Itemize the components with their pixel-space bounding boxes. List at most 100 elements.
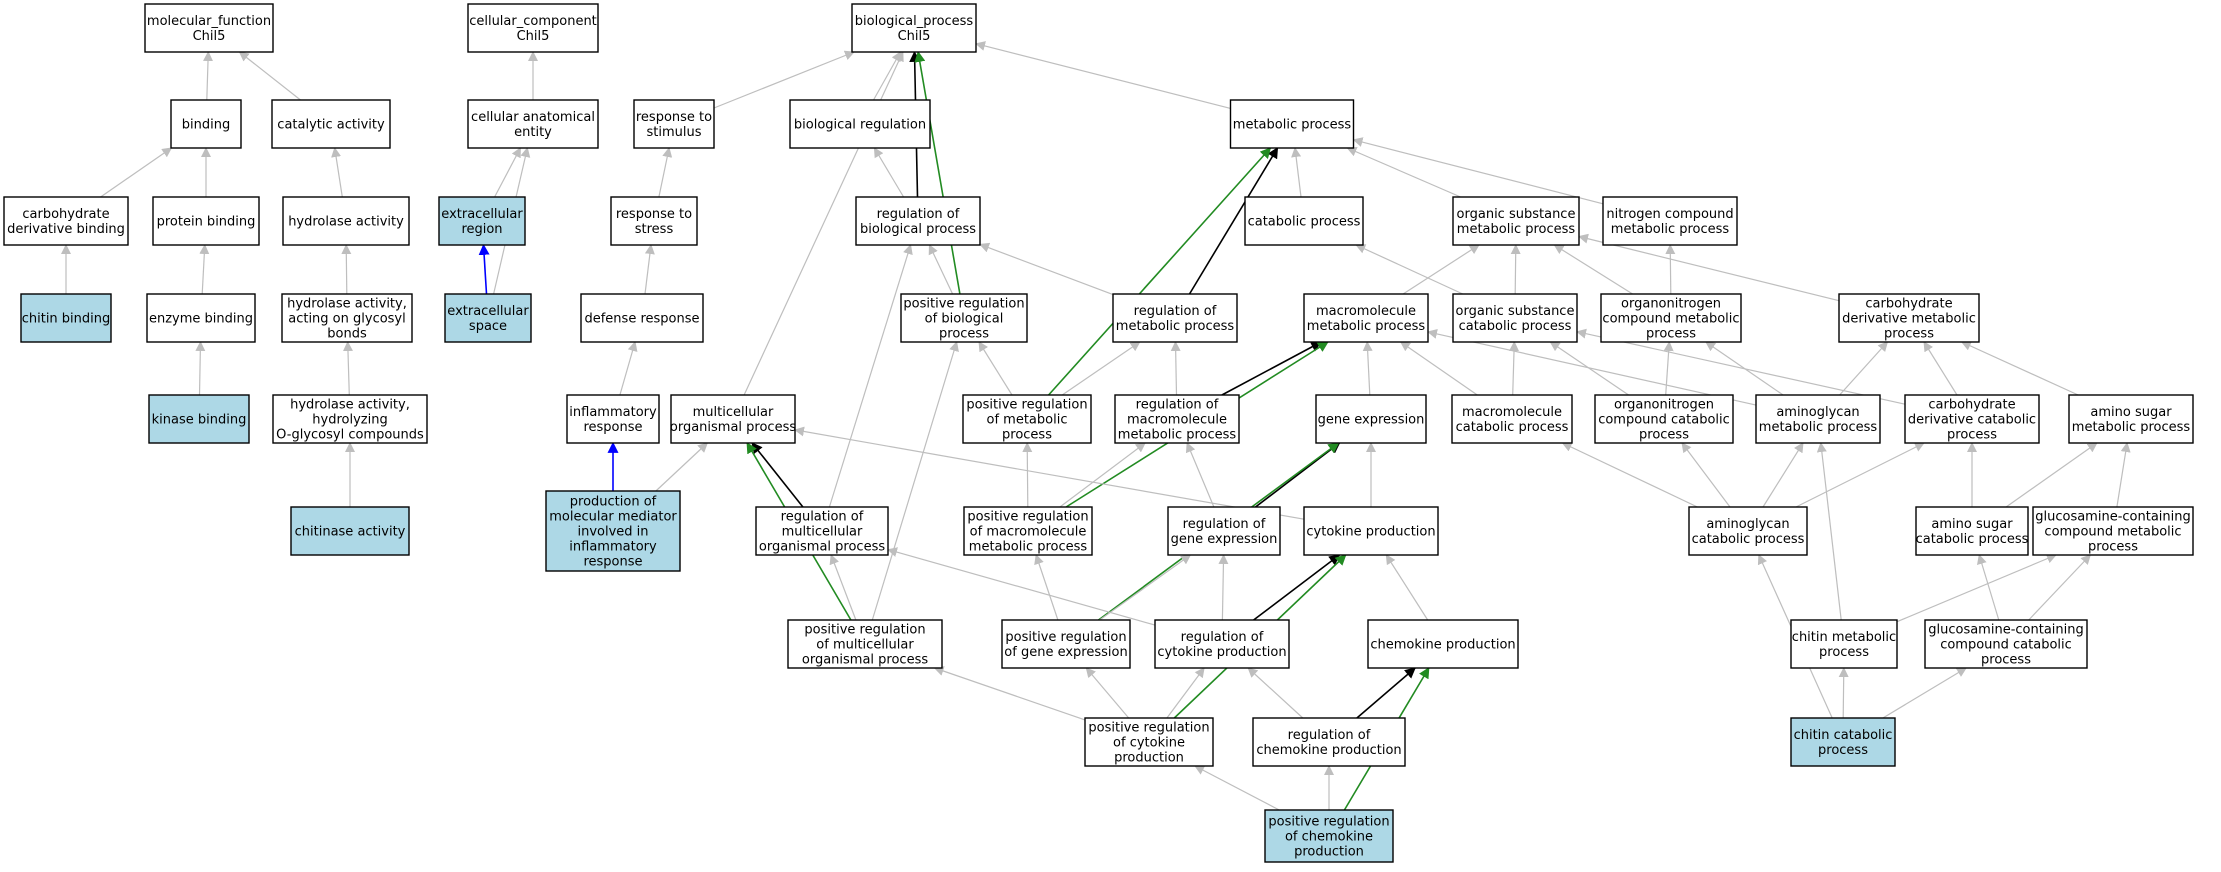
go-term-node-chemokine[interactable]: chemokine production [1367, 619, 1519, 669]
node-label-line: extracellular [447, 304, 529, 319]
node-label-line: catabolic process [1916, 532, 2029, 547]
node-label-line: process [2088, 540, 2138, 555]
node-label-line: amino sugar [1931, 517, 2013, 532]
node-label-line: of gene expression [1004, 645, 1127, 660]
go-term-node-kinase-bind[interactable]: kinase binding [148, 394, 250, 444]
node-label-line: metabolic process [969, 540, 1088, 555]
node-box [3, 196, 129, 246]
edge-is-a-cdcp-to-cdmp [1923, 341, 1958, 396]
go-term-node-catab[interactable]: catabolic process [1244, 196, 1364, 246]
edge-is-a-binding-to-mf [203, 51, 214, 101]
node-label-line: biological process [860, 222, 976, 237]
go-term-node-prot-bind[interactable]: protein binding [152, 196, 260, 246]
edge-is-a-reg-macro-to-reg-metab [1170, 341, 1181, 396]
node-label-line: positive regulation [804, 623, 925, 638]
go-term-node-hyd-glyc[interactable]: hydrolase activity,acting on glycosylbon… [281, 293, 413, 343]
node-label-line: aminoglycan [1706, 517, 1789, 532]
node-label-line: production of [570, 495, 657, 510]
node-label-line: bonds [327, 327, 367, 342]
node-label-line: glucosamine-containing [1928, 623, 2084, 638]
edge-is-a-pos-reg-bp-to-reg-bp [928, 244, 954, 295]
node-label-line: organismal process [802, 653, 928, 668]
node-label-line: cytokine production [1157, 645, 1286, 660]
node-box [545, 490, 681, 572]
go-term-node-catalytic[interactable]: catalytic activity [271, 99, 391, 149]
edge-positively-regulates-pos-reg-bp-to-bp [914, 50, 961, 295]
go-term-node-gene-expr[interactable]: gene expression [1315, 394, 1427, 444]
node-label-line: organismal process [759, 540, 885, 555]
node-label-line: cellular anatomical [471, 110, 595, 125]
edge-is-a-gcmp-to-asmp [2116, 442, 2131, 508]
node-box [1602, 196, 1738, 246]
edge-is-a-pos-reg-cyto-to-reg-cyto [1166, 667, 1205, 719]
go-term-node-hyd-oglyc[interactable]: hydrolase activity,hydrolyzingO-glycosyl… [272, 394, 428, 444]
node-box [633, 99, 715, 149]
go-term-node-chitinase[interactable]: chitinase activity [290, 506, 410, 556]
node-label-line: glucosamine-containing [2035, 510, 2191, 525]
edge-is-a-pos-reg-macro-to-pos-reg-metab [1022, 442, 1033, 508]
node-box [467, 3, 599, 53]
node-box [670, 394, 796, 444]
go-term-node-cytokine[interactable]: cytokine production [1303, 506, 1439, 556]
go-term-node-defense[interactable]: defense response [580, 293, 704, 343]
node-label-line: regulation of [781, 510, 864, 525]
go-term-node-hydrolase[interactable]: hydrolase activity [282, 196, 410, 246]
edge-is-a-pos-reg-metab-to-reg-metab [1061, 341, 1141, 396]
node-label-line: defense response [584, 312, 699, 327]
go-term-node-metab[interactable]: metabolic process [1229, 99, 1355, 149]
go-term-node-chitin-bind[interactable]: chitin binding [20, 293, 112, 343]
edge-is-a-pos-reg-multi-to-pos-reg-bp [871, 341, 959, 621]
edge-is-a-defense-to-resp-stress [644, 244, 655, 295]
edge-is-a-resp-stim-to-bp [713, 50, 855, 109]
node-box [1303, 293, 1429, 343]
node-label-line: inflammatory [569, 405, 657, 420]
go-term-node-binding[interactable]: binding [170, 99, 242, 149]
node-label-line: metabolic process [1457, 222, 1576, 237]
go-term-node-bioreg[interactable]: biological regulation [789, 99, 931, 149]
go-term-node-enz-bind[interactable]: enzyme binding [146, 293, 256, 343]
